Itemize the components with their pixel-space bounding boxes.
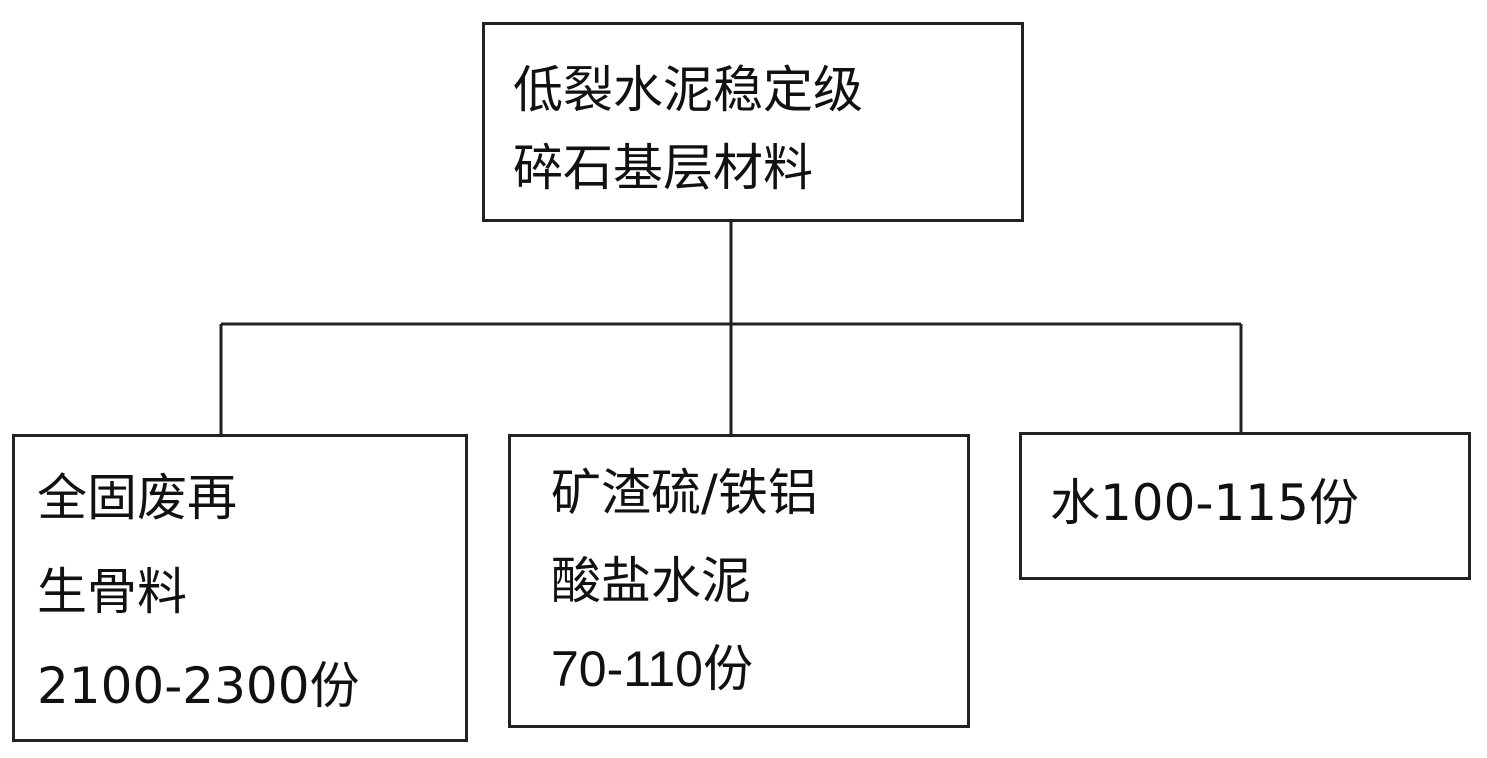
child-node-water-box: 水100-115份 xyxy=(1019,432,1471,580)
child-node-aggregate-line-2: 生骨料 xyxy=(37,563,187,621)
child-node-aggregate-line-1: 全固废再 xyxy=(37,469,237,527)
child-node-aggregate-line-3: 2100-2300份 xyxy=(37,657,360,715)
child-node-cement-line-3: 70-110份 xyxy=(551,641,753,697)
child-node-water-line-1: 水100-115份 xyxy=(1050,474,1359,532)
child-node-cement-line-2: 酸盐水泥 xyxy=(551,552,751,610)
child-node-cement-line-1: 矿渣硫/铁铝 xyxy=(551,464,818,522)
root-node-text-line-1: 低裂水泥稳定级 xyxy=(513,61,863,119)
root-node-text-line-2: 碎石基层材料 xyxy=(513,139,813,197)
child-node-cement-box: 矿渣硫/铁铝 酸盐水泥 70-110份 xyxy=(508,434,970,728)
root-node-box: 低裂水泥稳定级 碎石基层材料 xyxy=(482,22,1024,222)
child-node-aggregate-box: 全固废再 生骨料 2100-2300份 xyxy=(12,434,468,742)
